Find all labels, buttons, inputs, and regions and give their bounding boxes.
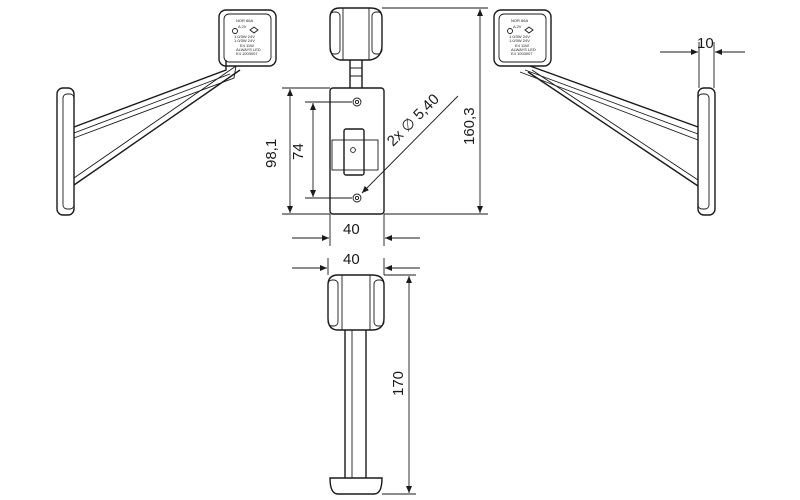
bottom-foot bbox=[329, 477, 383, 495]
right-lamp-head bbox=[493, 9, 552, 67]
dimension-lines: 10 98,1 74 160,3 2x ∅ 5,40 40 40 bbox=[263, 7, 745, 495]
right-brace bbox=[527, 71, 699, 187]
left-lamp-head bbox=[218, 9, 277, 67]
left-lamp-line2: 1.0/3W 24V bbox=[234, 38, 255, 43]
left-lamp-line4: ALWAYS LED bbox=[236, 47, 261, 52]
upper-mount-hole bbox=[352, 97, 362, 107]
left-lamp-line3: E4 11W bbox=[240, 43, 254, 48]
left-brace bbox=[73, 69, 241, 186]
left-lamp-line1: 1.0/3W 24V bbox=[234, 34, 255, 39]
bottom-lamp-head bbox=[327, 274, 385, 331]
right-lamp-line1: 1.0/3W 24V bbox=[509, 34, 530, 39]
dim-arm-thickness: 10 bbox=[697, 35, 714, 52]
right-lamp-model: NOR 66A bbox=[511, 18, 528, 23]
left-arm bbox=[73, 60, 227, 128]
front-center-block bbox=[343, 128, 365, 176]
right-lamp-line3: E4 11W bbox=[515, 43, 529, 48]
front-view bbox=[329, 7, 385, 215]
dim-lamp-width: 40 bbox=[343, 251, 360, 268]
dim-98-1: 98,1 bbox=[263, 139, 280, 168]
right-arm bbox=[529, 65, 699, 128]
right-lamp-line2: 1.0/3W 24V bbox=[509, 38, 530, 43]
right-lamp-code: A 2V bbox=[513, 24, 522, 29]
left-lamp-model: NOR 66A bbox=[236, 18, 253, 23]
dim-bracket-width: 40 bbox=[343, 221, 360, 238]
left-side-view: NOR 66A A 2V 1.0/3W 24V 1.0/3W 24V E4 11… bbox=[56, 9, 277, 216]
left-mount-plate bbox=[56, 87, 75, 216]
lower-mount-hole bbox=[352, 193, 362, 203]
right-lamp-line5: E4 1003007 bbox=[511, 51, 533, 56]
dim-stem-height: 170 bbox=[390, 371, 407, 396]
bottom-view bbox=[327, 274, 385, 495]
right-lamp-line4: ALWAYS LED bbox=[511, 47, 536, 52]
bottom-stem bbox=[344, 330, 367, 478]
front-bracket-plate bbox=[329, 87, 385, 215]
right-mount-plate bbox=[697, 87, 716, 216]
dim-74: 74 bbox=[290, 143, 307, 160]
dim-160-3: 160,3 bbox=[461, 107, 478, 145]
left-lamp-line5: E4 1003007 bbox=[236, 51, 258, 56]
front-lamp-head bbox=[329, 7, 383, 61]
right-side-view: NOR 66A A 2V 1.0/3W 24V 1.0/3W 24V E4 11… bbox=[493, 9, 716, 216]
left-mount-plate-inner bbox=[62, 93, 75, 210]
left-lamp-code: A 2V bbox=[238, 24, 247, 29]
